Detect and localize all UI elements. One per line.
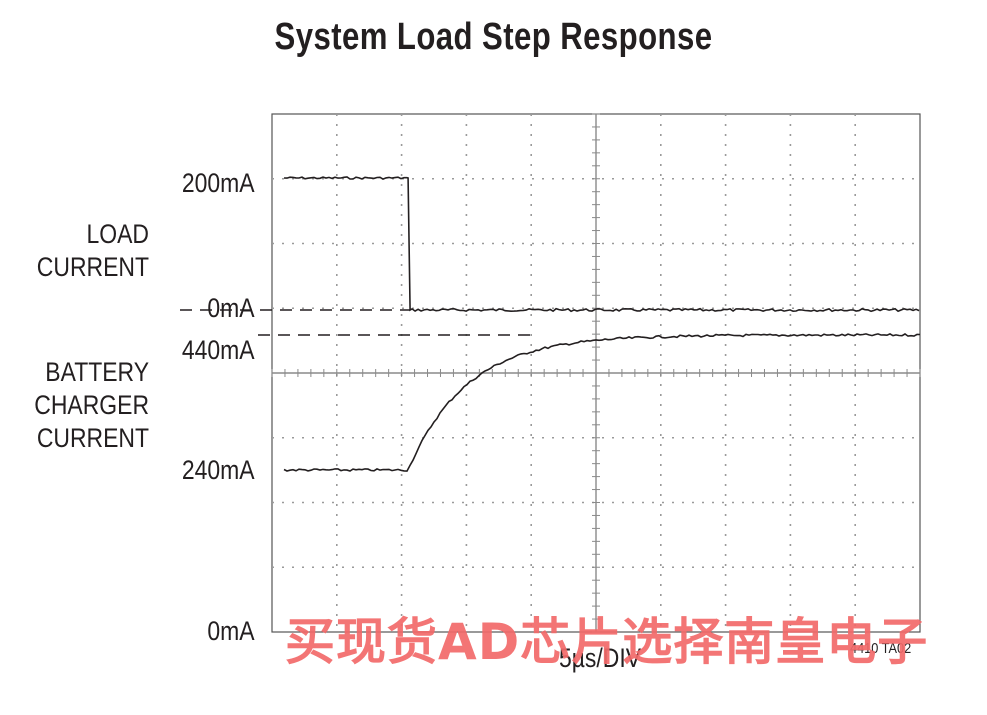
charger-0ma-label: 0mA xyxy=(207,616,255,646)
charger-current-line-1: BATTERY xyxy=(45,357,149,387)
load-current-line-1: LOAD xyxy=(86,219,149,249)
chart-title: System Load Step Response xyxy=(274,16,713,58)
x-axis-label: 5µs/DIV xyxy=(558,643,642,673)
charger-current-line-2: CHARGER xyxy=(34,390,149,420)
load-current-trace xyxy=(283,176,920,313)
load-0ma-label: 0mA xyxy=(207,293,255,323)
battery-charger-current-label: BATTERY CHARGER CURRENT xyxy=(34,356,149,455)
charger-current-line-3: CURRENT xyxy=(36,423,149,453)
load-current-label: LOAD CURRENT xyxy=(37,218,149,284)
battery-charger-current-trace xyxy=(283,333,921,472)
figure-code: 4410 TA02 xyxy=(850,640,912,657)
charger-440ma-label: 440mA xyxy=(182,335,255,365)
watermark-text: 买现货AD芯片选择南皇电子 xyxy=(285,613,929,671)
load-current-line-2: CURRENT xyxy=(36,252,149,282)
load-200ma-label: 200mA xyxy=(182,168,255,198)
charger-240ma-label: 240mA xyxy=(182,455,255,485)
